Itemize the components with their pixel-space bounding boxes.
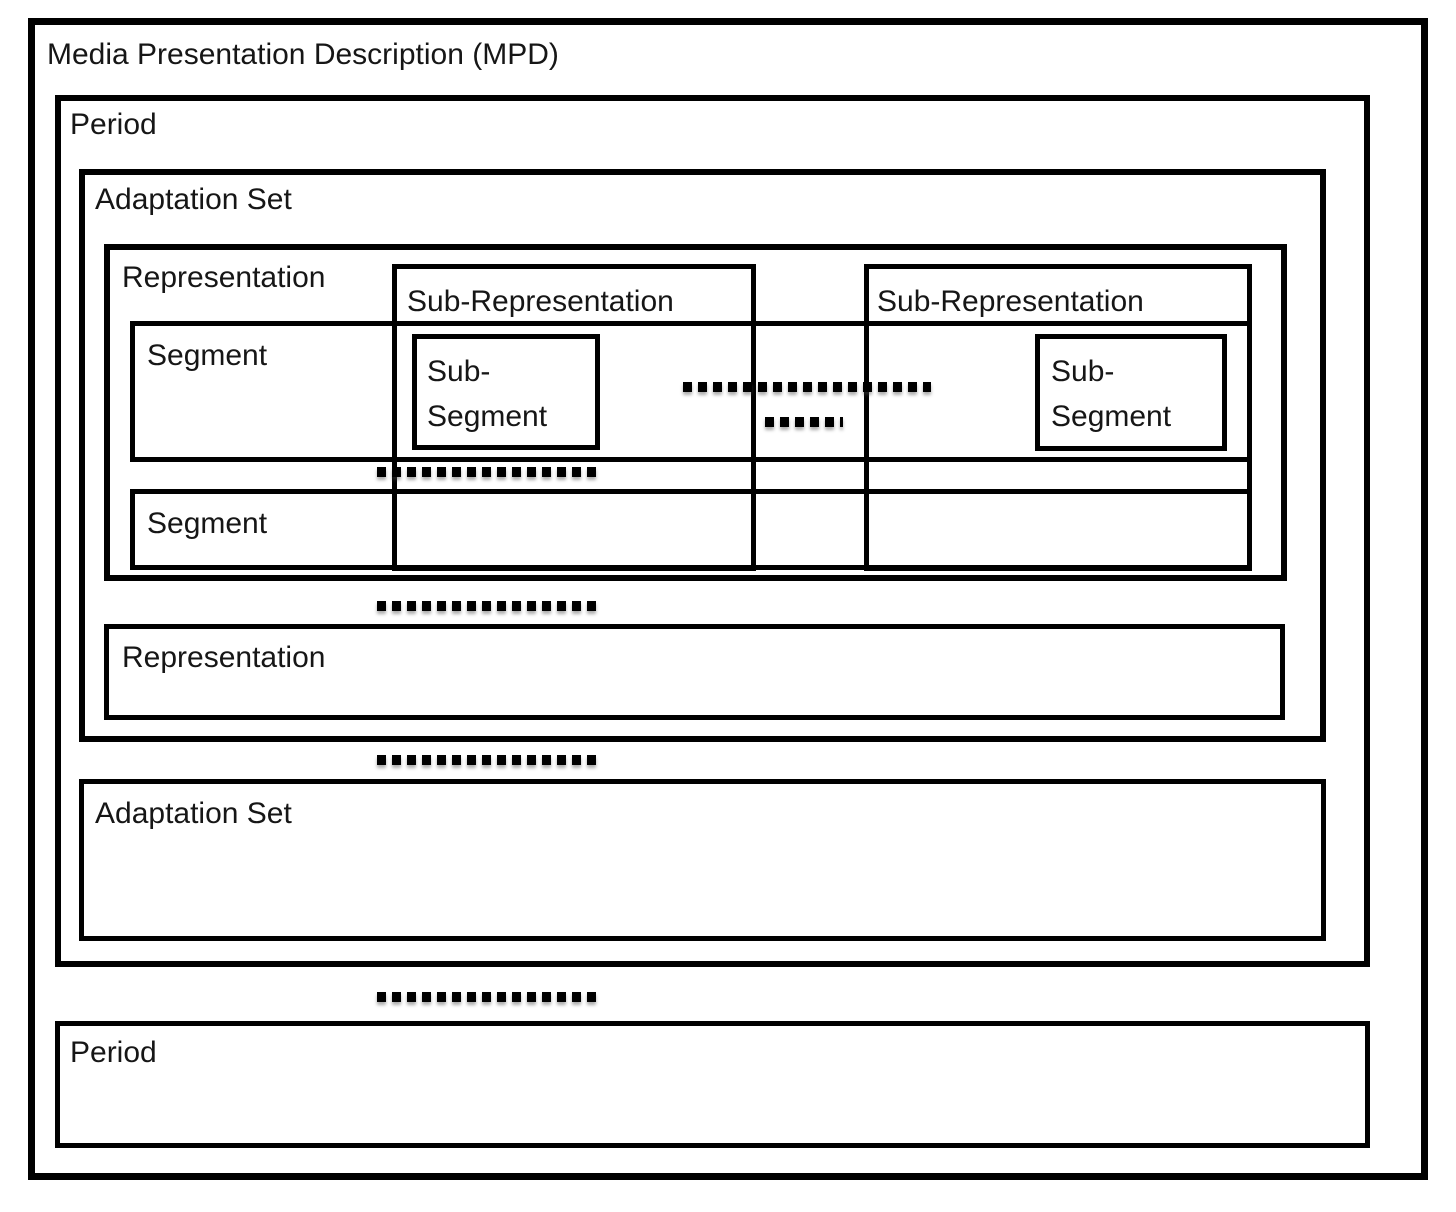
sub-representation-box-1 [392,264,756,571]
sub-segment-box-1 [412,334,600,450]
ellipsis-representations-icon [377,601,599,611]
mpd-label: Media Presentation Description (MPD) [47,38,559,71]
adaptation-set-1-label: Adaptation Set [95,183,292,216]
adaptation-set-box-1 [79,169,1326,742]
period-1-label: Period [70,108,157,141]
sub-segment-2-line-1: Sub- [1051,355,1115,388]
ellipsis-sub-representations-small-icon [765,417,843,427]
ellipsis-adaptation-sets-icon [377,755,599,765]
period-box-1 [55,95,1370,967]
segment-1-label: Segment [147,339,268,372]
adaptation-set-box-2 [79,779,1326,941]
adaptation-set-2-label: Adaptation Set [95,797,292,830]
sub-segment-1-line-2: Segment [427,400,548,433]
sub-representation-box-2 [864,264,1252,571]
representation-box-2 [104,624,1285,720]
ellipsis-sub-representations-icon [683,382,931,392]
segment-2-label: Segment [147,507,268,540]
ellipsis-segments-icon [377,467,601,477]
sub-segment-2-line-2: Segment [1051,400,1172,433]
sub-segment-1-line-1: Sub- [427,355,491,388]
sub-representation-2-label: Sub-Representation [877,285,1144,318]
representation-box-1 [104,244,1287,581]
representation-2-label: Representation [122,641,326,674]
representation-1-label: Representation [122,261,326,294]
sub-representation-1-label: Sub-Representation [407,285,674,318]
sub-segment-2-label: Sub- Segment [1051,349,1171,439]
ellipsis-periods-icon [377,992,599,1002]
period-2-label: Period [70,1036,157,1069]
period-box-2 [55,1021,1370,1148]
sub-segment-box-2 [1035,334,1227,451]
sub-segment-1-label: Sub- Segment [427,349,547,439]
mpd-box [28,18,1428,1180]
